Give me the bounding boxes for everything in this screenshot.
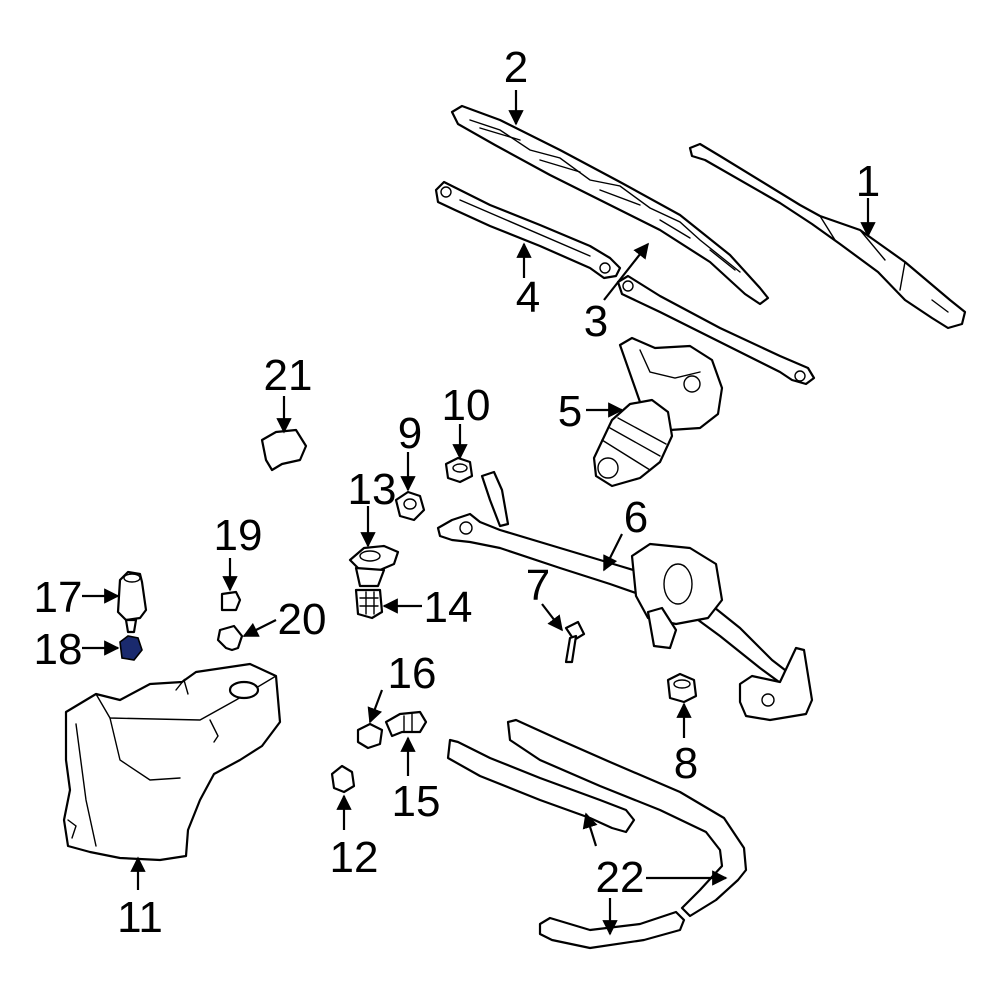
part-wiper-arm-lower[interactable] bbox=[616, 274, 816, 386]
part-1-wiper-arm[interactable] bbox=[688, 142, 967, 330]
callout-13[interactable]: 13 bbox=[348, 465, 397, 514]
callout-4[interactable]: 4 bbox=[516, 273, 540, 322]
leader-7 bbox=[541, 603, 563, 632]
part-13-cap[interactable] bbox=[348, 544, 400, 588]
part-4-wiper-arm[interactable] bbox=[434, 180, 622, 280]
part-19-screw[interactable] bbox=[220, 590, 242, 612]
callout-2[interactable]: 2 bbox=[504, 43, 528, 92]
callout-11[interactable]: 11 bbox=[117, 893, 163, 942]
part-16-clip[interactable] bbox=[356, 722, 384, 750]
part-2-wiper-blade[interactable] bbox=[450, 104, 770, 306]
callout-10[interactable]: 10 bbox=[442, 381, 491, 430]
part-9-bushing[interactable] bbox=[394, 490, 426, 522]
part-10-bushing[interactable] bbox=[444, 456, 474, 484]
callout-7[interactable]: 7 bbox=[526, 561, 550, 610]
callout-6[interactable]: 6 bbox=[624, 493, 648, 542]
callout-labels: 1 2 3 4 5 6 7 8 9 10 11 12 13 14 15 16 1… bbox=[34, 43, 881, 942]
part-17-washer-pump[interactable] bbox=[116, 570, 148, 634]
part-6-wiper-linkage[interactable] bbox=[436, 470, 814, 722]
callout-22[interactable]: 22 bbox=[596, 853, 645, 902]
part-18-pump-grommet[interactable] bbox=[119, 635, 143, 661]
part-8-grommet[interactable] bbox=[666, 672, 698, 704]
callout-8[interactable]: 8 bbox=[674, 739, 698, 788]
callout-16[interactable]: 16 bbox=[388, 649, 437, 698]
part-15-washer-nozzle[interactable] bbox=[384, 710, 428, 738]
leader-3 bbox=[603, 242, 649, 301]
leader-lines bbox=[82, 90, 876, 936]
callout-1[interactable]: 1 bbox=[856, 157, 880, 206]
part-20-clip[interactable] bbox=[216, 624, 244, 652]
callout-18[interactable]: 18 bbox=[34, 625, 83, 674]
part-7-bolt[interactable] bbox=[564, 620, 586, 664]
leader-20 bbox=[242, 619, 277, 637]
callout-19[interactable]: 19 bbox=[214, 511, 263, 560]
callout-9[interactable]: 9 bbox=[398, 409, 422, 458]
part-5-wiper-motor[interactable] bbox=[592, 336, 724, 488]
part-22-washer-hoses[interactable] bbox=[446, 718, 748, 950]
callout-14[interactable]: 14 bbox=[424, 583, 473, 632]
callout-20[interactable]: 20 bbox=[278, 595, 327, 644]
callout-15[interactable]: 15 bbox=[392, 777, 441, 826]
leader-6 bbox=[603, 533, 623, 572]
leader-16 bbox=[367, 689, 384, 724]
callout-21[interactable]: 21 bbox=[264, 351, 313, 400]
callout-12[interactable]: 12 bbox=[330, 833, 379, 882]
callout-5[interactable]: 5 bbox=[558, 387, 582, 436]
leader-22a bbox=[582, 812, 598, 847]
part-21-cover[interactable] bbox=[260, 428, 308, 472]
part-12-grommet[interactable] bbox=[330, 764, 356, 794]
callout-3[interactable]: 3 bbox=[584, 297, 608, 346]
part-11-washer-reservoir[interactable] bbox=[62, 662, 282, 862]
callout-17[interactable]: 17 bbox=[34, 573, 83, 622]
part-14-filter[interactable] bbox=[354, 588, 384, 620]
